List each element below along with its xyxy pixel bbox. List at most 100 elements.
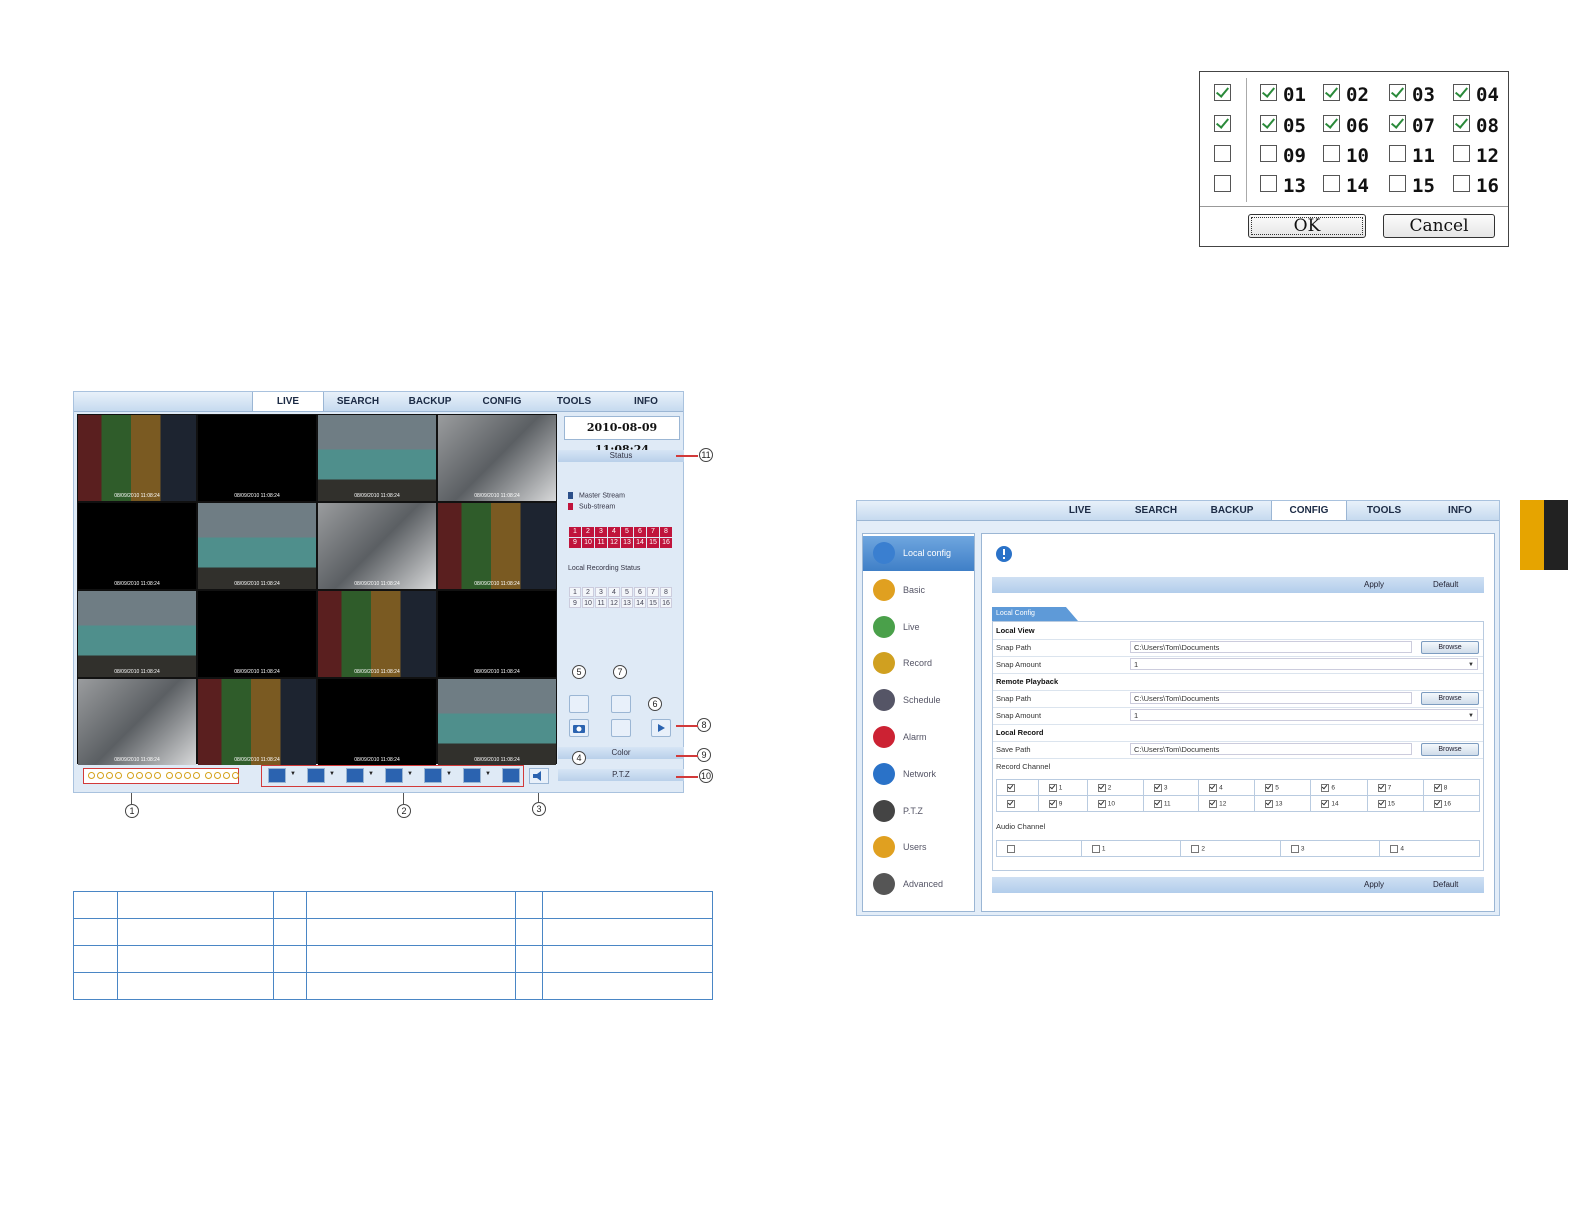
channel-checkbox[interactable] xyxy=(1097,783,1106,792)
channel-checkbox[interactable] xyxy=(1453,175,1470,192)
default-button-bottom[interactable]: Default xyxy=(1433,880,1459,889)
channel-checkbox[interactable] xyxy=(1453,84,1470,101)
dropdown-arrow-icon[interactable]: ▼ xyxy=(290,771,296,777)
snap-amount-select[interactable]: 1▼ xyxy=(1130,658,1478,670)
sidebar-item-network[interactable]: Network xyxy=(863,757,974,792)
channel-checkbox[interactable] xyxy=(1433,799,1442,808)
sidebar-item-live[interactable]: Live xyxy=(863,610,974,645)
layout-icon[interactable] xyxy=(346,768,364,783)
channel-dot[interactable] xyxy=(115,772,122,779)
camera-cell[interactable]: 08/09/2010 11:08:24 xyxy=(438,415,556,501)
channel-checkbox[interactable] xyxy=(1323,175,1340,192)
tab-backup[interactable]: BACKUP xyxy=(1210,505,1254,516)
channel-dot[interactable] xyxy=(166,772,173,779)
channel-checkbox[interactable] xyxy=(1260,145,1277,162)
sidebar-item-local-config[interactable]: Local config xyxy=(863,536,974,571)
channel-checkbox[interactable] xyxy=(1260,115,1277,132)
channel-dot[interactable] xyxy=(184,772,191,779)
channel-checkbox[interactable] xyxy=(1260,84,1277,101)
tab-config[interactable]: CONFIG xyxy=(1271,501,1347,520)
tab-tools[interactable]: TOOLS xyxy=(1366,505,1402,516)
sidebar-item-advanced[interactable]: Advanced xyxy=(863,867,974,902)
sidebar-item-record[interactable]: Record xyxy=(863,646,974,681)
channel-dot[interactable] xyxy=(145,772,152,779)
dropdown-arrow-icon[interactable]: ▼ xyxy=(329,771,335,777)
default-button-top[interactable]: Default xyxy=(1433,580,1459,589)
tab-info[interactable]: INFO xyxy=(1448,505,1472,516)
channel-dot[interactable] xyxy=(136,772,143,779)
status-bar[interactable]: Status xyxy=(558,450,684,462)
channel-indicator-bar[interactable] xyxy=(83,768,239,784)
layout-icon[interactable] xyxy=(385,768,403,783)
sidebar-item-p-t-z[interactable]: P.T.Z xyxy=(863,794,974,829)
row-select-all-checkbox[interactable] xyxy=(1214,84,1231,101)
layout-icon[interactable] xyxy=(502,768,520,783)
channel-checkbox[interactable] xyxy=(1007,844,1015,853)
channel-checkbox[interactable] xyxy=(1377,799,1386,808)
channel-dot[interactable] xyxy=(154,772,161,779)
camera-cell[interactable]: 08/09/2010 11:08:24 xyxy=(318,591,436,677)
channel-dot[interactable] xyxy=(193,772,200,779)
record-button[interactable] xyxy=(569,695,589,713)
layout-icon[interactable] xyxy=(463,768,481,783)
camera-cell[interactable]: 08/09/2010 11:08:24 xyxy=(318,503,436,589)
channel-checkbox[interactable] xyxy=(1265,799,1274,808)
channel-checkbox[interactable] xyxy=(1209,783,1218,792)
dropdown-arrow-icon[interactable]: ▼ xyxy=(446,771,452,777)
camera-cell[interactable]: 08/09/2010 11:08:24 xyxy=(78,591,196,677)
talk-button[interactable] xyxy=(611,719,631,737)
channel-checkbox[interactable] xyxy=(1453,115,1470,132)
camera-cell[interactable]: 08/09/2010 11:08:24 xyxy=(198,679,316,765)
channel-checkbox[interactable] xyxy=(1191,844,1200,853)
play-icon[interactable] xyxy=(651,719,671,737)
channel-dot[interactable] xyxy=(232,772,239,779)
camera-cell[interactable]: 08/09/2010 11:08:24 xyxy=(438,503,556,589)
dropdown-arrow-icon[interactable]: ▼ xyxy=(485,771,491,777)
apply-button-top[interactable]: Apply xyxy=(1364,580,1385,589)
snap-path-browse-button[interactable]: Browse xyxy=(1421,641,1479,654)
tab-tools[interactable]: TOOLS xyxy=(556,396,592,407)
channel-checkbox[interactable] xyxy=(1323,84,1340,101)
camera-cell[interactable]: 08/09/2010 11:08:24 xyxy=(438,679,556,765)
layout-icon[interactable] xyxy=(307,768,325,783)
camera-cell[interactable]: 08/09/2010 11:08:24 xyxy=(198,415,316,501)
tab-live[interactable]: LIVE xyxy=(252,392,324,411)
save-path-browse-button[interactable]: Browse xyxy=(1421,743,1479,756)
tab-live[interactable]: LIVE xyxy=(1068,505,1092,516)
snap-path-input[interactable]: C:\Users\Tom\Documents xyxy=(1130,641,1412,653)
channel-dot[interactable] xyxy=(106,772,113,779)
sidebar-item-schedule[interactable]: Schedule xyxy=(863,683,974,718)
camera-cell[interactable]: 08/09/2010 11:08:24 xyxy=(198,503,316,589)
camera-cell[interactable]: 08/09/2010 11:08:24 xyxy=(318,415,436,501)
channel-checkbox[interactable] xyxy=(1321,783,1330,792)
layout-icon[interactable] xyxy=(268,768,286,783)
volume-button[interactable] xyxy=(529,768,549,784)
dropdown-arrow-icon[interactable]: ▼ xyxy=(368,771,374,777)
dropdown-arrow-icon[interactable]: ▼ xyxy=(407,771,413,777)
channel-checkbox[interactable] xyxy=(1097,799,1106,808)
channel-checkbox[interactable] xyxy=(1091,844,1100,853)
row-select-all-checkbox[interactable] xyxy=(1214,115,1231,132)
camera-cell[interactable]: 08/09/2010 11:08:24 xyxy=(78,679,196,765)
apply-button-bottom[interactable]: Apply xyxy=(1364,880,1385,889)
tab-search[interactable]: SEARCH xyxy=(1134,505,1178,516)
channel-checkbox[interactable] xyxy=(1323,145,1340,162)
channel-dot[interactable] xyxy=(175,772,182,779)
channel-checkbox[interactable] xyxy=(1265,783,1274,792)
save-path-input[interactable]: C:\Users\Tom\Documents xyxy=(1130,743,1412,755)
channel-checkbox[interactable] xyxy=(1377,783,1386,792)
tab-config[interactable]: CONFIG xyxy=(482,396,522,407)
row-select-all-checkbox[interactable] xyxy=(1214,145,1231,162)
snapshot-icon[interactable] xyxy=(569,719,589,737)
channel-checkbox[interactable] xyxy=(1453,145,1470,162)
channel-checkbox[interactable] xyxy=(1048,783,1057,792)
channel-checkbox[interactable] xyxy=(1209,799,1218,808)
camera-cell[interactable]: 08/09/2010 11:08:24 xyxy=(78,415,196,501)
channel-checkbox[interactable] xyxy=(1389,115,1406,132)
layout-icon[interactable] xyxy=(424,768,442,783)
channel-checkbox[interactable] xyxy=(1389,175,1406,192)
remote-browse-button[interactable]: Browse xyxy=(1421,692,1479,705)
channel-checkbox[interactable] xyxy=(1153,799,1162,808)
sidebar-item-alarm[interactable]: Alarm xyxy=(863,720,974,755)
channel-dot[interactable] xyxy=(88,772,95,779)
